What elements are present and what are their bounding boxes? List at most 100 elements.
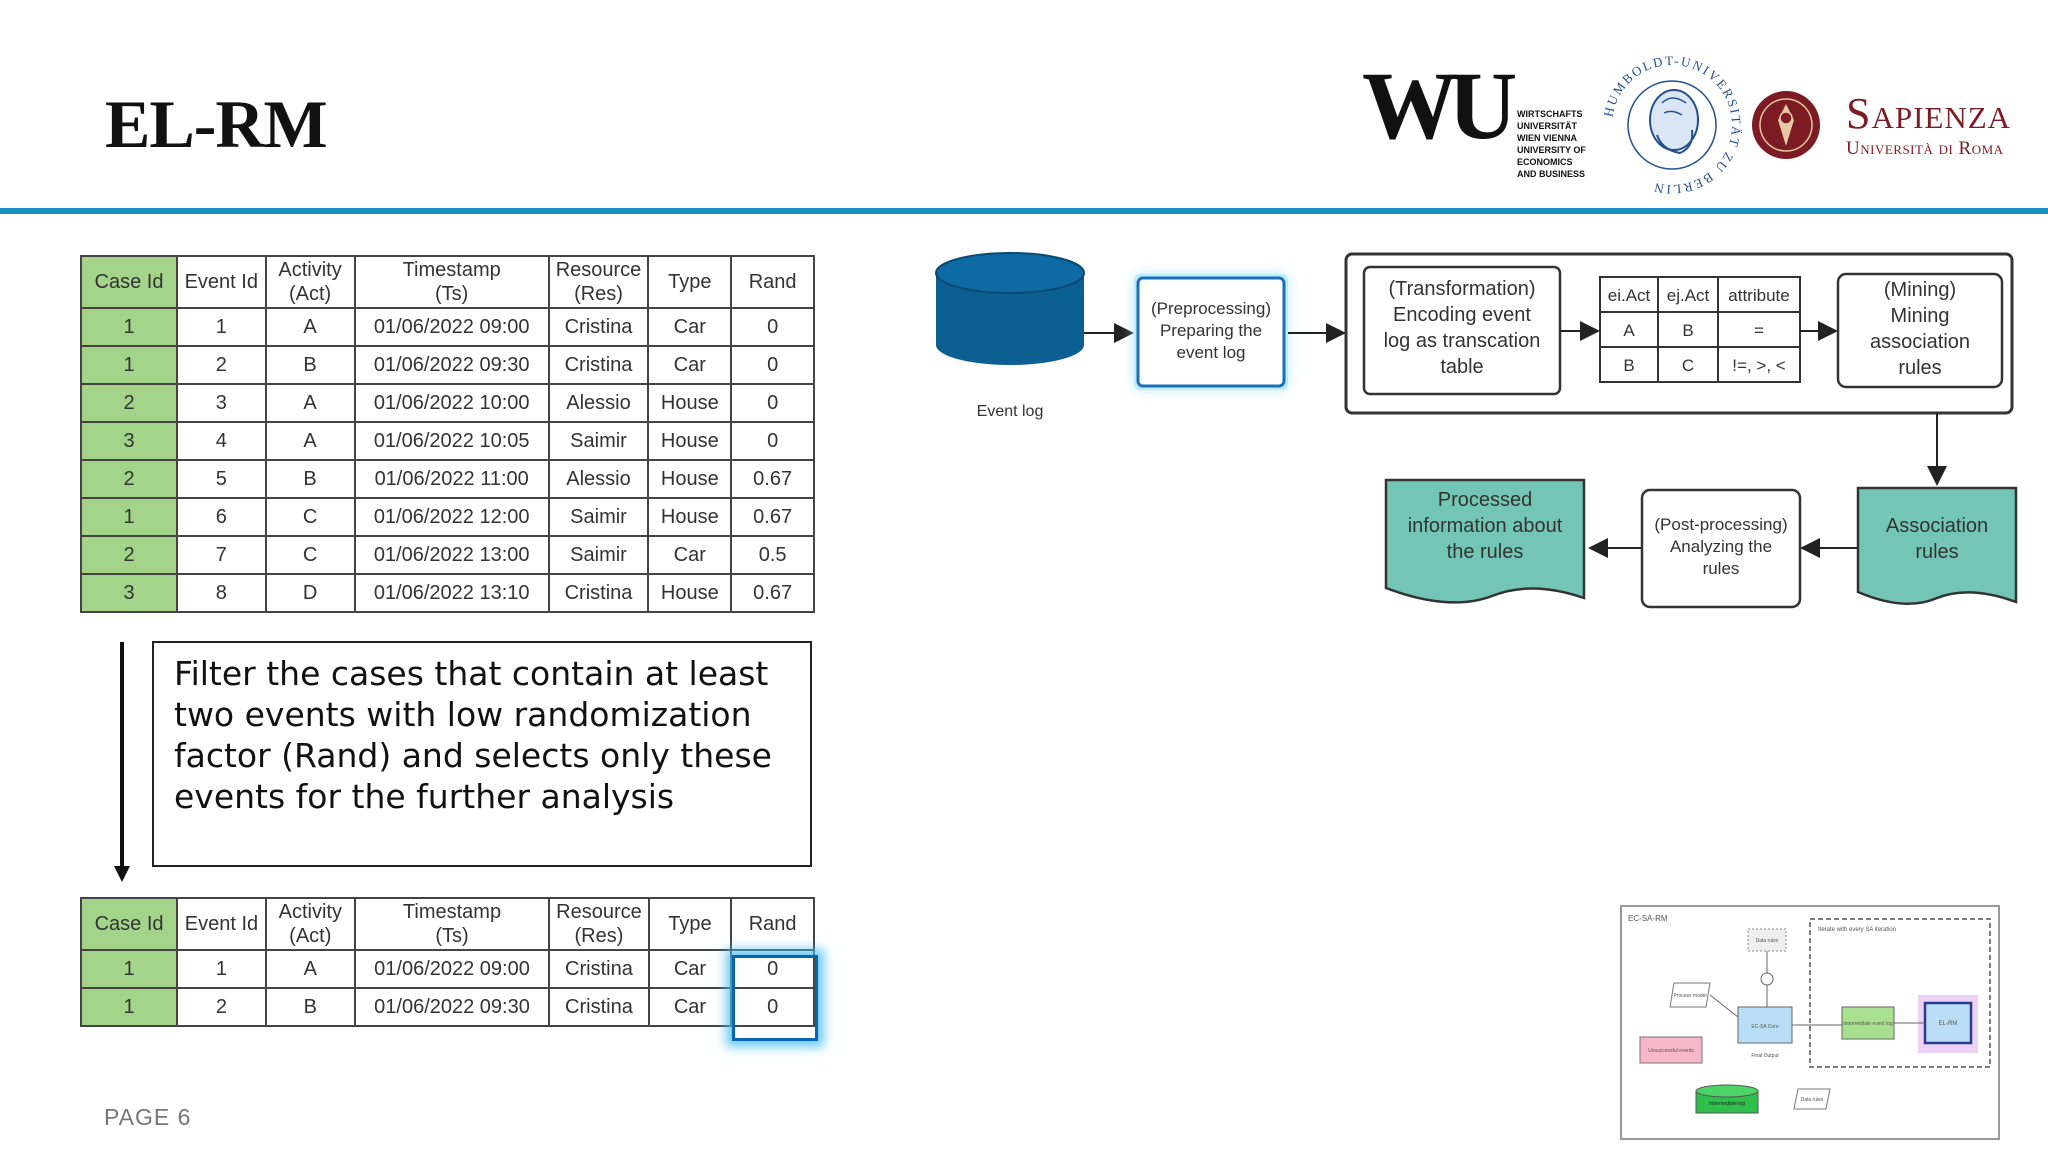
cell-case-id: 2 [79, 459, 179, 499]
column-header-timestamp: Timestamp(Ts) [353, 255, 550, 309]
mini-table-header-2: ej.Act [1667, 286, 1710, 305]
cell-type: House [647, 497, 733, 537]
column-header-event-id: Event Id [176, 255, 267, 309]
thumb-node [1793, 1088, 1831, 1110]
cell-resource: Cristina [548, 949, 650, 989]
cell-activity: B [264, 345, 356, 385]
association-rules-document [1856, 486, 2018, 606]
column-header-rand: Rand [730, 255, 815, 309]
transformation-line-2: Encoding event [1393, 304, 1531, 326]
cell-rand: 0 [730, 987, 815, 1027]
preprocessing-line-3: event log [1177, 343, 1246, 362]
cell-type: Car [647, 345, 733, 385]
cell-timestamp: 01/06/2022 11:00 [353, 459, 550, 499]
processed-information-document [1384, 478, 1586, 604]
cell-resource: Saimir [547, 497, 650, 537]
cell-type: House [647, 421, 733, 461]
thumb-node [1669, 982, 1711, 1008]
cell-timestamp: 01/06/2022 10:00 [353, 383, 550, 423]
cell-activity: A [264, 949, 356, 989]
wu-logo-mark: WU [1362, 52, 1517, 159]
cell-resource: Cristina [547, 573, 650, 613]
cell-activity: A [264, 307, 356, 347]
column-header-case-id: Case Id [79, 897, 179, 951]
cell-rand: 0 [730, 383, 815, 423]
wu-logo-text-line: UNIVERSITY OF [1517, 145, 1586, 155]
column-header-type: Type [647, 255, 733, 309]
transformation-line-3: log as transcation [1384, 330, 1541, 352]
cell-activity: B [264, 987, 356, 1027]
thumb-node-label: Final Output [1751, 1053, 1779, 1059]
thumb-node [1737, 1006, 1793, 1044]
cell-type: House [647, 459, 733, 499]
column-header-activity: Activity(Act) [264, 897, 356, 951]
cell-type: House [647, 383, 733, 423]
transaction-mini-table: ei.Act ej.Act attribute A B = B C !=, >,… [1599, 276, 1801, 383]
thumbnail-loop-label: Iterate with every SA iteration [1818, 927, 1896, 933]
cell-event-id: 2 [176, 345, 267, 385]
thumb-node-label: Unsuccessful events [1648, 1048, 1694, 1054]
cell-event-id: 4 [176, 421, 267, 461]
cell-timestamp: 01/06/2022 09:30 [353, 345, 550, 385]
pipeline-overview-thumbnail: EC-SA-RM Iterate with every SA iteration… [1620, 905, 2000, 1140]
wu-logo-text-line: ECONOMICS [1517, 157, 1573, 167]
association-rules-line-1: Association [1886, 515, 1988, 537]
column-header-activity: Activity(Act) [264, 255, 356, 309]
slide-title: EL-RM [105, 86, 328, 162]
header-divider [0, 208, 2048, 214]
cell-rand: 0 [730, 345, 815, 385]
cell-activity: C [264, 497, 356, 537]
cell-event-id: 5 [176, 459, 267, 499]
filter-description-box: Filter the cases that contain at least t… [152, 641, 812, 867]
cell-activity: B [264, 459, 356, 499]
cell-rand: 0.67 [730, 459, 815, 499]
el-rm-process-diagram: Event log (Preprocessing) Preparing the … [935, 252, 2018, 609]
cell-timestamp: 01/06/2022 09:30 [353, 987, 551, 1027]
cell-rand: 0.67 [730, 573, 815, 613]
post-processing-line-1: (Post-processing) [1654, 515, 1787, 534]
thumbnail-title: EC-SA-RM [1628, 914, 1668, 923]
cell-case-id: 1 [79, 987, 179, 1027]
cell-event-id: 1 [176, 307, 267, 347]
humboldt-seal-logo: HUMBOLDT-UNIVERSITÄT ZU BERLIN [1602, 55, 1742, 195]
cell-case-id: 3 [79, 573, 179, 613]
cell-case-id: 2 [79, 535, 179, 575]
mini-table-cell: !=, >, < [1732, 356, 1785, 375]
post-processing-line-3: rules [1703, 559, 1740, 578]
sapienza-name: Sapienza [1846, 89, 2012, 138]
mini-table-cell: = [1754, 321, 1764, 340]
cell-rand: 0.5 [730, 535, 815, 575]
cell-timestamp: 01/06/2022 12:00 [353, 497, 550, 537]
cell-activity: A [264, 421, 356, 461]
thumb-node-label: Data rules [1756, 938, 1779, 944]
cell-case-id: 1 [79, 307, 179, 347]
transformation-line-4: table [1440, 356, 1483, 378]
cell-event-id: 6 [176, 497, 267, 537]
cell-type: House [647, 573, 733, 613]
cell-activity: D [264, 573, 356, 613]
preprocessing-step-box [1136, 276, 1286, 388]
thumb-node-label: EC-SA Core [1751, 1024, 1778, 1030]
cell-event-id: 8 [176, 573, 267, 613]
cell-case-id: 1 [79, 497, 179, 537]
mini-table-cell: B [1682, 321, 1693, 340]
column-header-type: Type [647, 897, 733, 951]
cell-timestamp: 01/06/2022 13:00 [353, 535, 550, 575]
mini-table-cell: C [1682, 356, 1694, 375]
processed-info-line-3: the rules [1447, 541, 1524, 563]
mining-line-3: association [1870, 331, 1970, 353]
wu-logo-text-line: AND BUSINESS [1517, 169, 1586, 179]
cell-case-id: 3 [79, 421, 179, 461]
cell-type: Car [647, 307, 733, 347]
cell-resource: Cristina [547, 307, 650, 347]
sapienza-subtitle: Università di Roma [1846, 138, 2004, 159]
cell-timestamp: 01/06/2022 13:10 [353, 573, 550, 613]
cell-event-id: 7 [176, 535, 267, 575]
cell-event-id: 3 [176, 383, 267, 423]
